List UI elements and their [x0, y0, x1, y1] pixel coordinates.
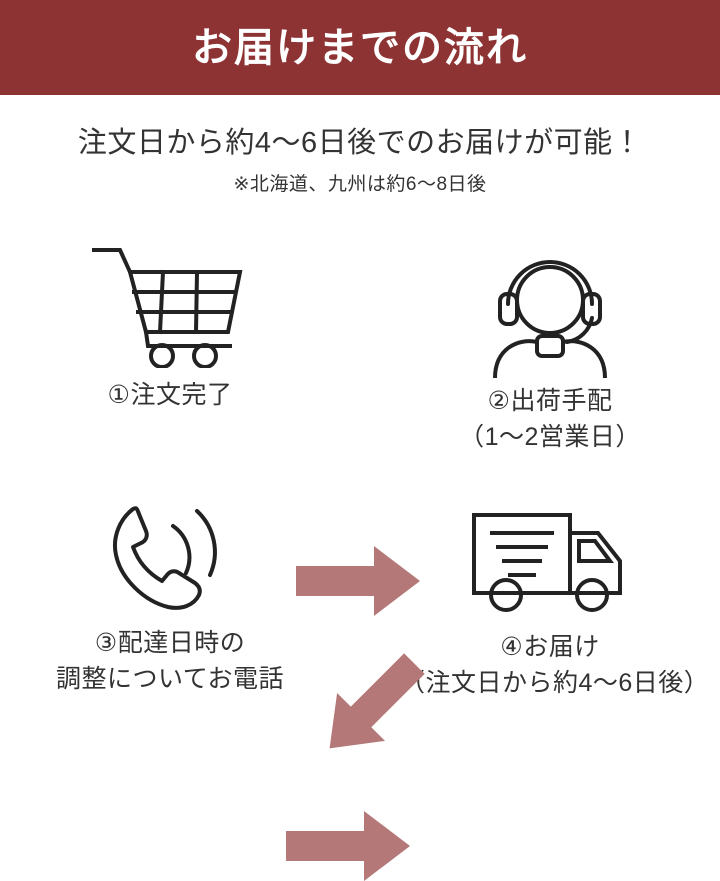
flow-step-2-labels: ②出荷手配 （1〜2営業日）	[400, 384, 700, 455]
flow-step-3-label-line-1: ③配達日時の	[94, 629, 246, 657]
flow-step-3: ③配達日時の 調整についてお電話	[20, 490, 320, 697]
delivery-truck-icon	[400, 494, 700, 624]
lead-note: ※北海道、九州は約6〜8日後	[233, 173, 487, 195]
flow-step-4-label-line-1: ④お届け	[500, 633, 600, 661]
headset-operator-icon	[400, 238, 700, 378]
page-title: お届けまでの流れ	[192, 25, 528, 70]
lead-copy: 注文日から約4〜6日後でのお届けが可能！ ※北海道、九州は約6〜8日後	[0, 95, 720, 196]
arrow-step1-to-step2	[296, 546, 420, 616]
arrow-step2-to-step3	[312, 646, 432, 766]
flow-step-1-labels: ①注文完了	[20, 378, 320, 414]
flow-step-4-label-line-2: （注文日から約4〜6日後）	[400, 668, 710, 697]
flow-step-2-label-line-2: （1〜2営業日）	[459, 422, 641, 451]
flow-step-2-label-line-1: ②出荷手配	[487, 387, 613, 415]
flow-steps: ①注文完了 ②出荷手配	[0, 228, 720, 881]
flow-step-4-labels: ④お届け （注文日から約4〜6日後）	[400, 630, 710, 701]
flow-step-4: ④お届け （注文日から約4〜6日後）	[400, 494, 710, 701]
flow-step-3-labels: ③配達日時の 調整についてお電話	[20, 626, 320, 697]
flow-step-3-label-line-2: 調整についてお電話	[55, 664, 284, 693]
flow-step-2: ②出荷手配 （1〜2営業日）	[400, 238, 700, 455]
flow-step-1: ①注文完了	[20, 232, 320, 414]
telephone-icon	[20, 490, 320, 620]
flow-step-1-label-line-1: ①注文完了	[107, 381, 233, 409]
lead-headline: 注文日から約4〜6日後でのお届けが可能！	[77, 127, 643, 159]
shopping-cart-icon	[20, 232, 320, 372]
header-band: お届けまでの流れ	[0, 0, 720, 95]
arrow-step3-to-step4	[286, 811, 410, 881]
